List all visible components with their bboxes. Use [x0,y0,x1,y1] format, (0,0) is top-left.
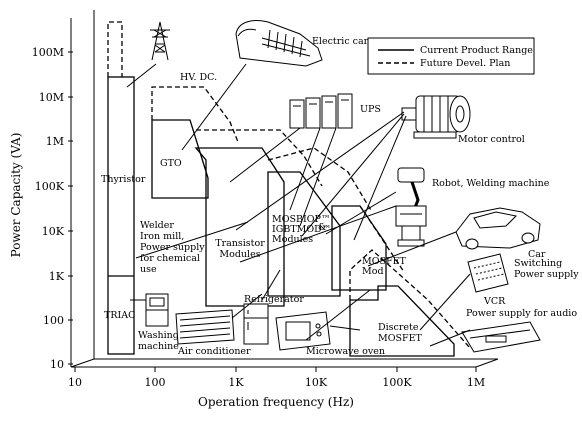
x-axis-title: Operation frequency (Hz) [198,395,354,409]
microwave-icon [275,311,331,351]
discrete-mosfet-label-2: MOSFET [378,333,423,344]
vcr-icon [461,321,541,353]
y-tick-label: 10M [39,91,64,104]
x-tick-label: 100K [382,376,412,389]
switching-label-2: Power supply [514,269,579,280]
x-tick-label: 1K [228,376,244,389]
triac-label: TRIAC [104,310,135,321]
ups-icon [289,93,353,129]
switching-power-supply-icon [467,253,509,293]
transistor-modules-label-2: Modules [219,249,260,260]
x-tick-label: 100 [145,376,166,389]
mosfet-mod-region [331,205,405,291]
air-conditioner-icon [175,309,235,345]
mosbiop-region [267,147,373,297]
y-axis: 100M 10M 1M 100K 10K 1K 100 10 Power Cap… [9,46,73,371]
discrete-mosfet-region [349,249,471,357]
hvdc-label: HV. DC. [180,72,217,83]
audio-label: Power supply for audio [466,308,577,319]
microwave-label: Microwave oven [306,346,385,357]
motor-control-label: Motor control [458,134,525,145]
leader-lines [126,63,471,347]
mosbiop-label: MOSBIOP™ [272,214,330,225]
mosbiop-amp: & [318,222,326,233]
igbtmod-label: IGBTMOD™ [272,224,331,235]
gto-region [151,86,239,199]
x-tick-label: 10 [68,376,82,389]
y-tick-label: 10K [42,225,65,238]
x-axis: 10 100 1K 10K 100K 1M Operation frequenc… [68,367,485,409]
car-icon [455,207,541,250]
x-tick-label: 1M [467,376,485,389]
gto-label: GTO [160,158,182,169]
welder-label-5: use [140,264,157,275]
ups-label: UPS [360,104,381,115]
transmission-tower-icon [150,21,170,61]
transistor-modules-region [194,129,323,307]
electric-car-icon [235,20,323,67]
discrete-mosfet-label: Discrete [378,322,419,333]
legend-current: Current Product Range [420,45,533,56]
y-tick-label: 10 [50,358,64,371]
washing-label: Washing [138,330,179,341]
motor-icon [401,95,471,139]
y-tick-label: 1M [46,135,64,148]
vcr-label: VCR [483,296,506,307]
y-tick-label: 1K [49,270,65,283]
robot-label: Robot, Welding machine [432,178,550,189]
thyristor-label: Thyristor [101,174,146,185]
legend-future: Future Devel. Plan [420,58,510,69]
y-tick-label: 100K [35,180,65,193]
x-tick-label: 10K [305,376,328,389]
welder-label-2: Iron mill, [140,231,184,242]
modules-label: Modules [272,234,313,245]
base-platform [70,10,499,368]
y-axis-title: Power Capacity (VA) [9,133,23,258]
aircon-label: Air conditioner [177,346,251,357]
electric-car-label: Electric car [312,36,369,47]
welder-label-4: for chemical [140,253,200,264]
welder-label: Welder [140,220,174,231]
transistor-modules-label: Transistor [215,238,265,249]
y-tick-label: 100 [43,314,64,327]
welder-label-3: Power supply [140,242,205,253]
y-tick-label: 100M [32,46,64,59]
thyristor-region [107,21,135,355]
car-label: Car [528,249,546,260]
washing-label-2: machine [138,341,179,352]
washing-machine-icon [145,293,169,327]
mosfet-mod-label-2: Mod [362,266,384,277]
refrigerator-icon [243,303,269,345]
legend: Current Product Range Future Devel. Plan [367,37,535,75]
switching-label: Switching [514,258,562,269]
refrigerator-label: Refrigerator [244,294,304,305]
robot-icon [395,167,427,247]
